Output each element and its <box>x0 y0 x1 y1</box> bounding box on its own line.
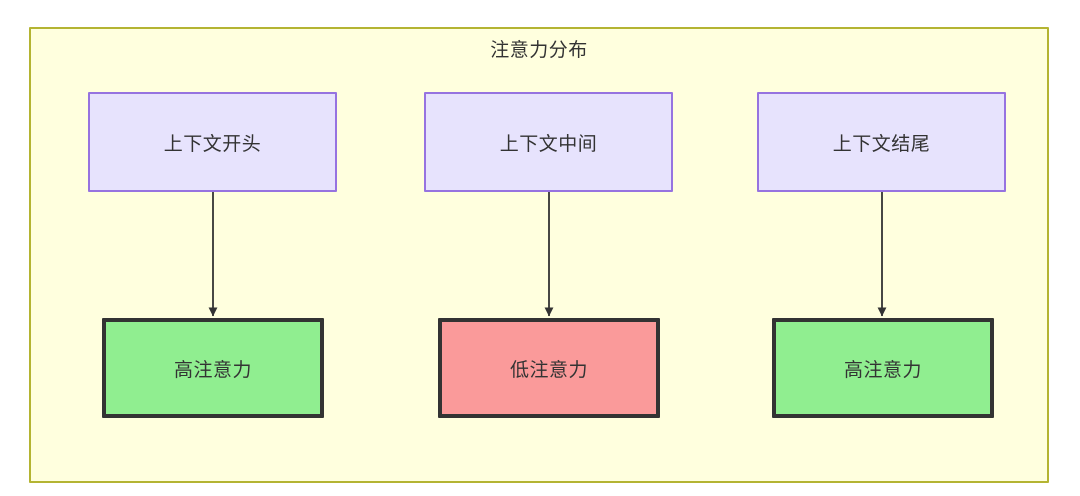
node-low-attention-middle[interactable]: 低注意力 <box>438 318 660 418</box>
node-context-start[interactable]: 上下文开头 <box>88 92 337 192</box>
subgraph-title: 注意力分布 <box>490 40 588 61</box>
node-high-attention-start-label: 高注意力 <box>173 359 252 381</box>
node-high-attention-end-label: 高注意力 <box>843 359 922 381</box>
node-context-start-label: 上下文开头 <box>163 133 262 155</box>
node-context-end[interactable]: 上下文结尾 <box>757 92 1006 192</box>
node-context-middle-label: 上下文中间 <box>499 133 598 155</box>
node-high-attention-end[interactable]: 高注意力 <box>772 318 994 418</box>
node-context-middle[interactable]: 上下文中间 <box>424 92 673 192</box>
node-high-attention-start[interactable]: 高注意力 <box>102 318 324 418</box>
node-context-end-label: 上下文结尾 <box>832 133 931 155</box>
node-low-attention-middle-label: 低注意力 <box>509 359 588 381</box>
